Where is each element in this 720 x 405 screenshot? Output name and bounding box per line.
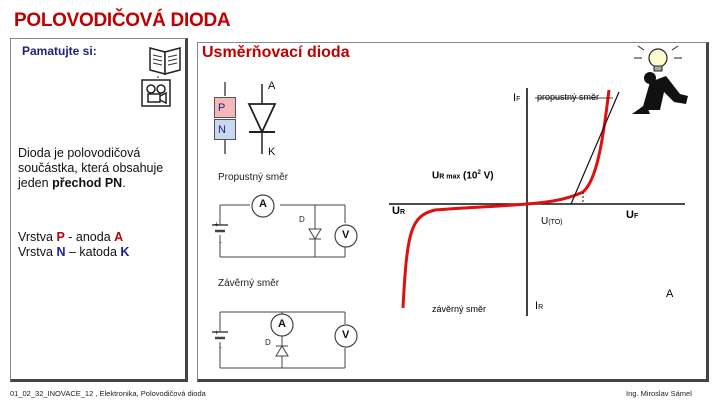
if-axis-label: IF <box>513 92 520 104</box>
remember-label: Pamatujte si: <box>22 44 97 58</box>
ur-main: U <box>392 205 400 217</box>
forward-ammeter <box>251 194 275 218</box>
layer-cathode-text: – katoda <box>65 245 121 259</box>
uto-label: U(TO) <box>541 216 563 227</box>
layer-anode-text: - anoda <box>64 230 115 244</box>
reverse-ammeter <box>270 313 294 337</box>
footer-left: 01_02_32_INOVACE_12 , Elektronika, Polov… <box>10 389 206 398</box>
reverse-circuit <box>212 311 346 369</box>
footer-right: Ing. Miroslav Sámel <box>626 389 692 398</box>
forward-circuit <box>212 204 346 258</box>
ir-main: I <box>535 300 539 312</box>
forward-circuit-label: Propustný směr <box>218 172 289 183</box>
if-main: I <box>513 92 517 104</box>
p-layer: P <box>214 97 236 118</box>
forward-plus: + <box>214 220 219 229</box>
reverse-plus: + <box>214 328 219 337</box>
reverse-ammeter-label: A <box>278 318 286 330</box>
current-unit-label: A <box>666 288 674 300</box>
slide-title: POLOVODIČOVÁ DIODA <box>14 10 231 31</box>
forward-region-label: propustný směr <box>537 92 600 102</box>
n-layer: N <box>214 119 236 140</box>
uto-sub: (TO) <box>548 219 563 226</box>
urmax-val: (10 <box>460 170 478 182</box>
forward-diode-label: D <box>299 215 305 224</box>
urmax-end: V) <box>480 170 494 182</box>
reverse-voltmeter-label: V <box>342 329 350 341</box>
definition-bold: přechod PN <box>52 176 123 190</box>
cathode-label: K <box>268 146 276 158</box>
film-icon <box>141 79 171 107</box>
urmax-exp: 2 <box>477 170 481 176</box>
reverse-diode-label: D <box>265 338 271 347</box>
layer-description: Vrstva P - anoda A Vrstva N – katoda K <box>18 230 188 260</box>
layer-p: P <box>56 230 65 244</box>
urmax-label: UR max (102 V) <box>432 170 494 181</box>
layer-prefix-2: Vrstva <box>18 245 57 259</box>
diode-definition: Dioda je polovodičová součástka, která o… <box>18 146 188 191</box>
definition-text: Dioda je polovodičová součástka, která o… <box>18 146 164 190</box>
forward-minus: - <box>219 238 222 247</box>
if-sub: F <box>516 96 521 103</box>
uf-axis-label: UF <box>626 209 638 221</box>
ur-axis-label: UR <box>392 205 405 217</box>
layer-n: N <box>56 245 66 259</box>
layer-prefix: Vrstva <box>18 230 57 244</box>
diode-symbol <box>224 82 277 154</box>
layer-a: A <box>114 230 124 244</box>
va-characteristic-graph <box>389 88 685 316</box>
urmax-main: U <box>432 170 440 182</box>
layer-k: K <box>120 245 130 259</box>
urmax-sub: R max <box>439 173 461 181</box>
reverse-minus: - <box>219 343 222 352</box>
forward-voltmeter-label: V <box>342 229 350 241</box>
reverse-region-label: závěrný směr <box>432 304 487 314</box>
reverse-voltmeter <box>334 324 358 348</box>
slide-subtitle: Usměrňovací dioda <box>202 44 350 61</box>
book-icon <box>149 47 181 78</box>
uto-main: U <box>541 216 549 227</box>
uf-main: U <box>626 209 634 221</box>
definition-end: . <box>122 176 126 190</box>
uf-sub: F <box>633 213 639 220</box>
forward-ammeter-label: A <box>259 198 267 210</box>
ir-axis-label: IR <box>535 300 543 312</box>
reverse-circuit-label: Závěrný směr <box>218 278 280 289</box>
forward-voltmeter <box>334 224 358 248</box>
ir-sub: R <box>538 304 544 311</box>
anode-label: A <box>268 80 276 92</box>
ur-sub: R <box>399 209 406 216</box>
idea-person-icon <box>632 45 688 114</box>
